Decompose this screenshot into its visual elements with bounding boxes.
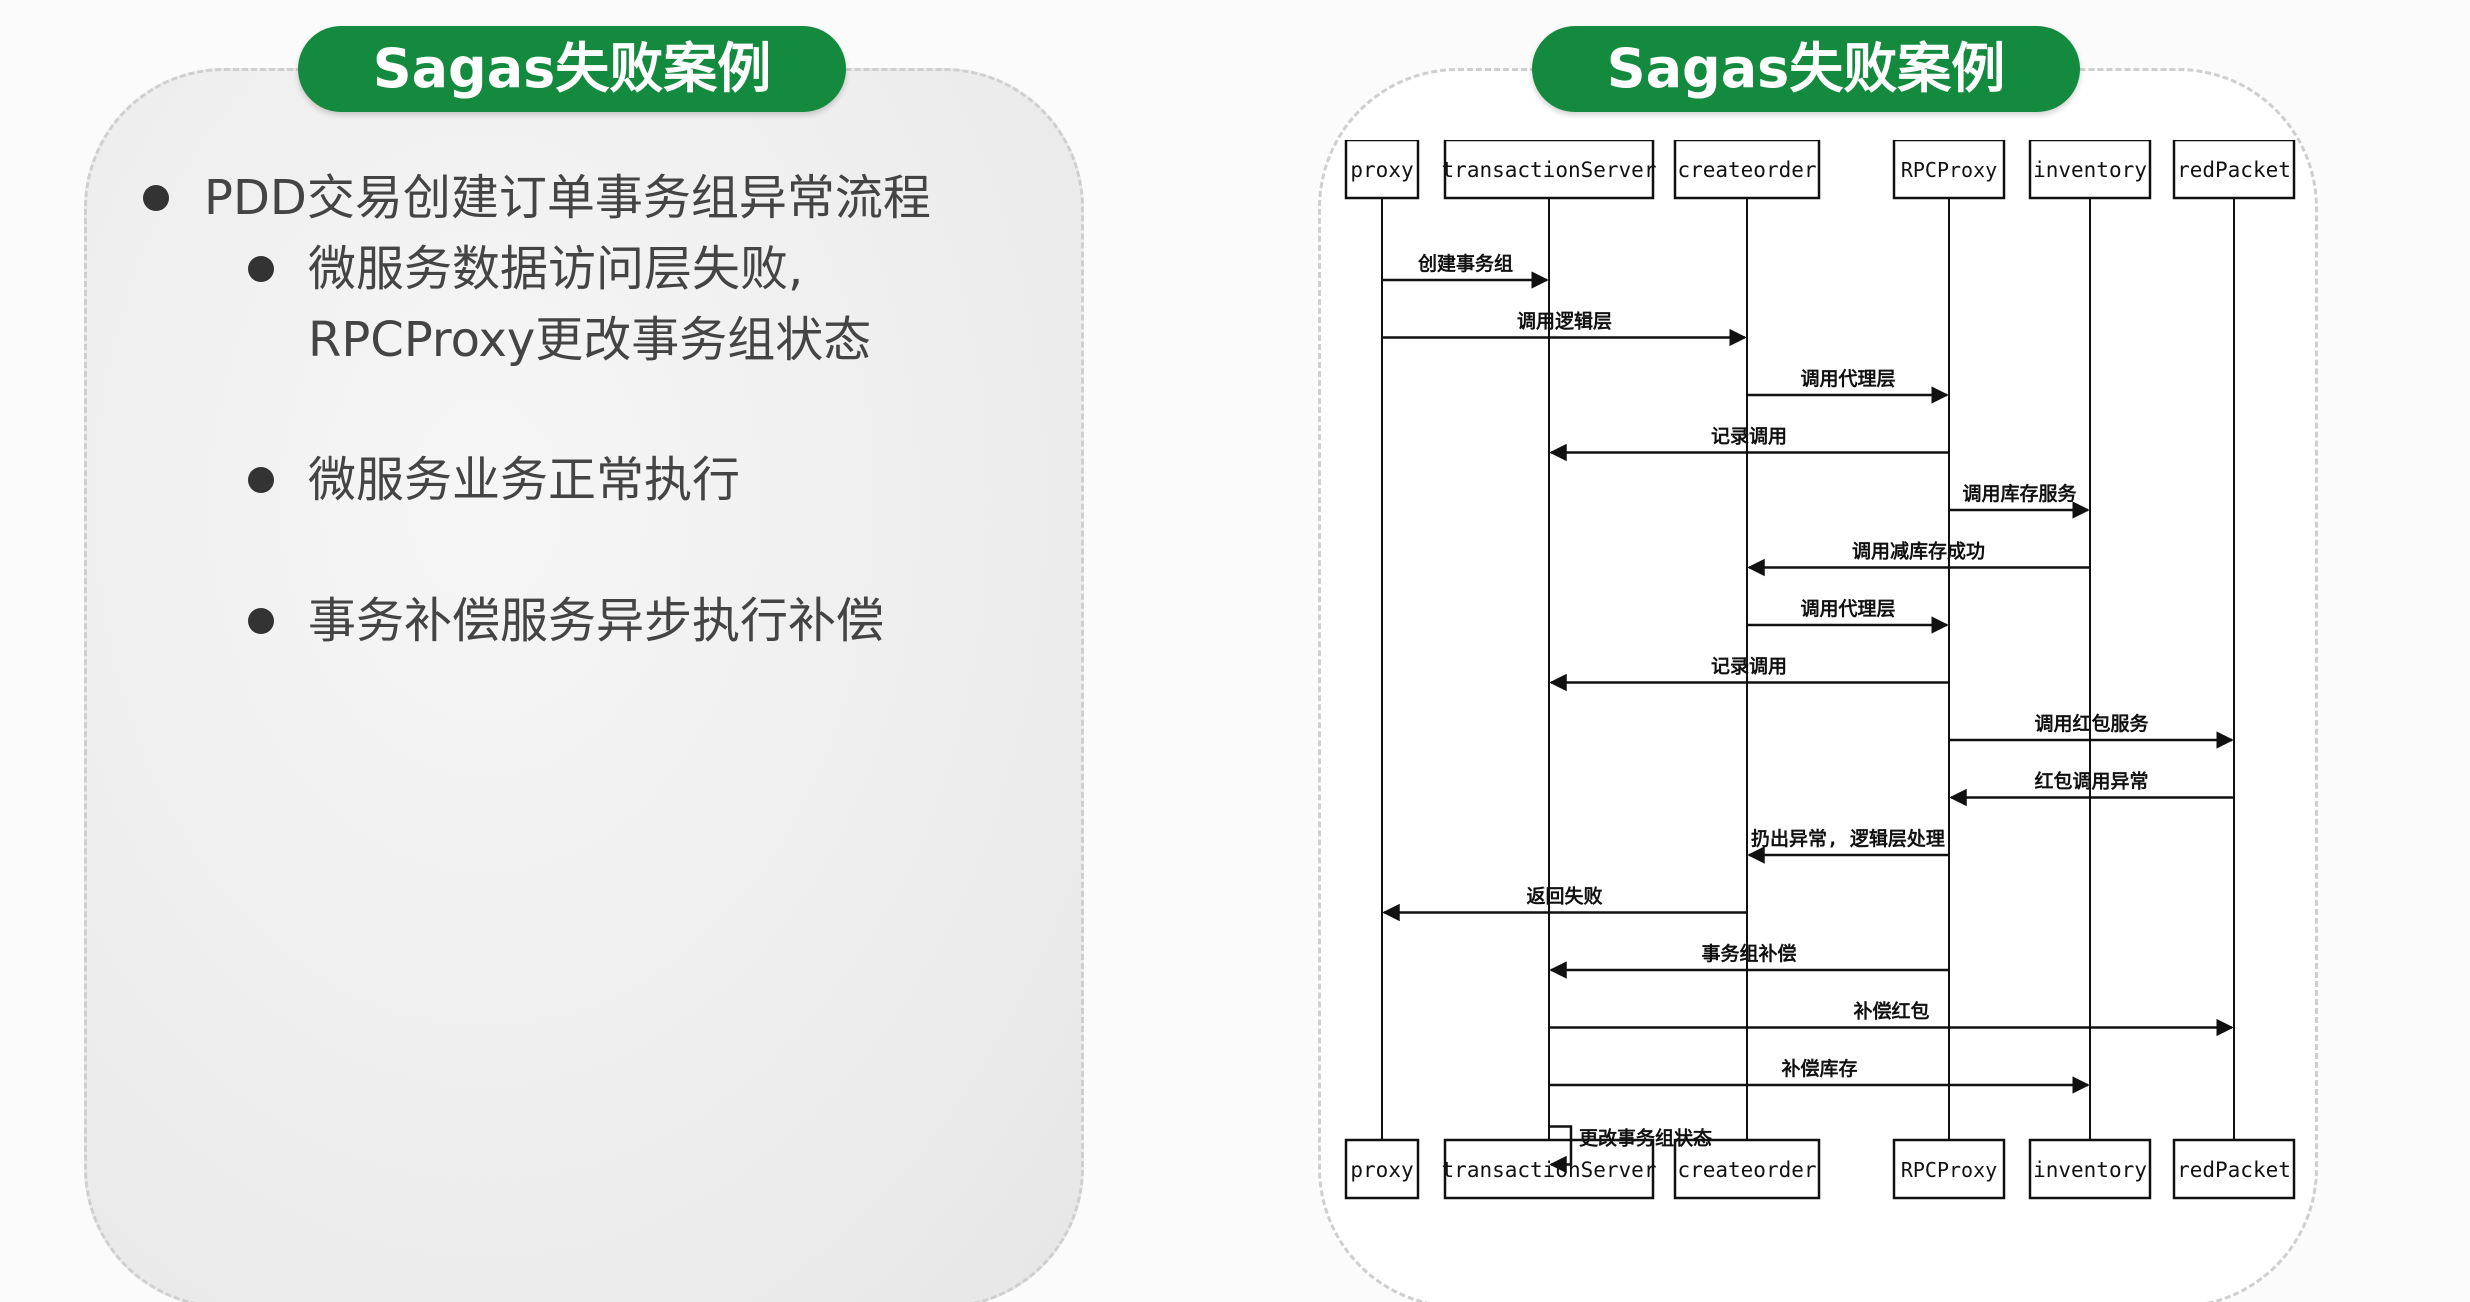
right-panel-title: Sagas失败案例 [1532, 26, 2080, 112]
participant-box-inventory-bottom [2028, 1138, 2152, 1200]
participant-box-createorder-top [1673, 140, 1821, 200]
participant-label-createorder-bottom: createorder [1677, 1158, 1816, 1182]
message-arrow: 调用代理层 [1747, 368, 1949, 404]
bullet-marker [248, 256, 274, 282]
message-label: 补偿库存 [1781, 1057, 1857, 1080]
participant-label-transactionServer-bottom: transactionServer [1442, 1158, 1657, 1182]
message-arrow: 补偿库存 [1549, 1057, 2090, 1094]
message-arrow: 创建事务组 [1382, 252, 1549, 289]
messages-group: 创建事务组调用逻辑层调用代理层记录调用调用库存服务调用减库存成功调用代理层记录调… [1382, 252, 2234, 1174]
message-label: 返回失败 [1526, 885, 1602, 908]
bullet-level2-text: 微服务数据访问层失败, [308, 241, 804, 297]
message-label: 记录调用 [1711, 426, 1787, 448]
message-label: 调用减库存成功 [1852, 540, 1985, 563]
participants-top-group: proxy transactionServer createorder RPCProx… [1344, 140, 2296, 200]
message-arrow: 扔出异常, 逻辑层处理 [1747, 827, 1949, 864]
participant-box-RPCProxy-top [1892, 140, 2006, 200]
participant-box-proxy-bottom [1344, 1138, 1420, 1200]
participant-box-redPacket-top [2172, 140, 2296, 200]
left-panel-title: Sagas失败案例 [298, 26, 846, 112]
message-arrow: 调用减库存成功 [1747, 540, 2090, 577]
participant-label-proxy-top: proxy [1350, 158, 1413, 182]
message-label: 补偿红包 [1853, 1000, 1929, 1023]
message-label: 扔出异常, 逻辑层处理 [1751, 827, 1945, 850]
bullet-level2-text-continued: RPCProxy更改事务组状态 [308, 312, 872, 368]
message-label: 记录调用 [1711, 656, 1787, 678]
participant-box-transactionServer-top [1443, 140, 1655, 200]
participant-box-transactionServer-bottom [1443, 1138, 1655, 1200]
bullet-marker [143, 185, 169, 211]
message-arrow: 红包调用异常 [1949, 770, 2234, 807]
message-label: 调用代理层 [1800, 598, 1895, 620]
participant-label-createorder-top: createorder [1677, 158, 1816, 182]
participant-label-redPacket-bottom: redPacket [2177, 1158, 2291, 1182]
participant-box-createorder-bottom [1673, 1138, 1821, 1200]
message-arrow: 记录调用 [1549, 426, 1949, 462]
message-arrow: 返回失败 [1382, 885, 1747, 922]
participants-bottom-group: proxy transactionServer createorder RPCProx… [1344, 1138, 2296, 1200]
message-label: 更改事务组状态 [1579, 1127, 1712, 1150]
bullet-level2-text: 事务补偿服务异步执行补偿 [308, 593, 885, 649]
message-label: 调用逻辑层 [1517, 310, 1612, 333]
participant-label-RPCProxy-top: RPCProxy [1901, 158, 1997, 182]
bullet-level2-text: 微服务业务正常执行 [308, 452, 741, 508]
bullet-marker [248, 608, 274, 634]
message-arrow: 更改事务组状态 [1549, 1125, 1712, 1174]
participant-box-inventory-top [2028, 140, 2152, 200]
message-arrow: 调用红包服务 [1949, 712, 2234, 749]
message-arrow: 调用库存服务 [1949, 482, 2090, 519]
message-label: 事务组补偿 [1701, 942, 1796, 965]
message-label: 红包调用异常 [2034, 770, 2148, 793]
participant-label-inventory-bottom: inventory [2033, 1158, 2147, 1182]
participant-label-transactionServer-top: transactionServer [1442, 158, 1657, 182]
participant-label-RPCProxy-bottom: RPCProxy [1901, 1158, 1997, 1182]
bullet-marker [248, 467, 274, 493]
message-label: 创建事务组 [1417, 252, 1513, 275]
message-arrow: 补偿红包 [1549, 1000, 2234, 1037]
participant-box-redPacket-bottom [2172, 1138, 2296, 1200]
participant-label-inventory-top: inventory [2033, 158, 2147, 182]
message-self-line [1549, 1125, 1573, 1174]
message-label: 调用代理层 [1800, 368, 1895, 390]
message-arrow: 事务组补偿 [1549, 942, 1949, 979]
right-diagram-panel [1318, 68, 2318, 1302]
message-arrow: 调用代理层 [1747, 598, 1949, 634]
message-arrow: 调用逻辑层 [1382, 310, 1747, 347]
lifelines-group [1381, 198, 2235, 1140]
bullet-level1-text: PDD交易创建订单事务组异常流程 [204, 170, 931, 226]
participant-label-proxy-bottom: proxy [1350, 1158, 1413, 1182]
participant-label-redPacket-top: redPacket [2177, 158, 2291, 182]
participant-box-RPCProxy-bottom [1892, 1138, 2006, 1200]
participant-box-proxy-top [1344, 140, 1420, 200]
message-label: 调用库存服务 [1962, 482, 2077, 505]
message-label: 调用红包服务 [2034, 712, 2149, 735]
message-arrow: 记录调用 [1549, 656, 1949, 692]
